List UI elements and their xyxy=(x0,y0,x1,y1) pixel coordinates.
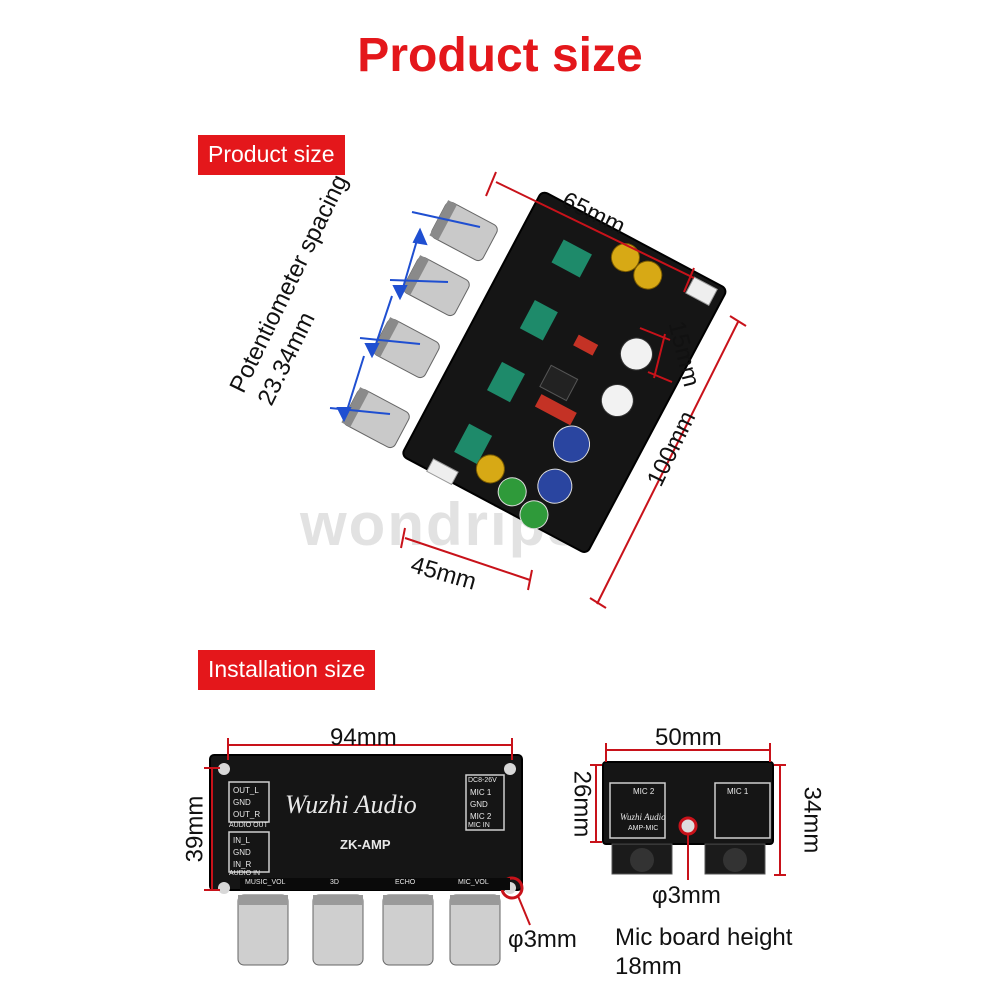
dim-94mm: 94mm xyxy=(330,724,397,751)
pin-gnd-3: GND xyxy=(470,800,488,809)
pin-out-r: OUT_R xyxy=(233,810,261,819)
pin-mic1: MIC 1 xyxy=(470,788,492,797)
mic-model-label: AMP-MIC xyxy=(628,825,659,832)
mic-brand-logo: Wuzhi Audio xyxy=(620,812,666,822)
knob-4 xyxy=(341,387,410,449)
knob-2 xyxy=(401,255,470,317)
mic-port-2: MIC 2 xyxy=(633,787,655,796)
pin-gnd-2: GND xyxy=(233,848,251,857)
knob-label-3d: 3D xyxy=(330,879,339,886)
knob-1 xyxy=(429,200,498,262)
page-title: Product size xyxy=(357,29,643,82)
pin-mic2: MIC 2 xyxy=(470,812,492,821)
audio-in-label: AUDIO IN xyxy=(229,870,261,877)
brand-logo: Wuzhi Audio xyxy=(285,790,417,819)
knob-label-echo: ECHO xyxy=(395,879,416,886)
dim-34mm: 34mm xyxy=(798,786,826,854)
mic-in-label: MIC IN xyxy=(468,822,490,829)
pin-in-r: IN_R xyxy=(233,860,252,869)
pin-gnd-1: GND xyxy=(233,798,251,807)
model-label: ZK-AMP xyxy=(340,837,391,852)
pin-out-l: OUT_L xyxy=(233,786,259,795)
dim-50mm: 50mm xyxy=(655,724,722,751)
installation-size-tag: Installation size xyxy=(198,650,376,690)
mic-board-height-value: 18mm xyxy=(615,953,682,980)
pin-in-l: IN_L xyxy=(233,836,250,845)
knob-label-mic-vol: MIC_VOL xyxy=(458,879,489,886)
mic-board-height-label: Mic board height xyxy=(615,924,793,951)
dim-39mm: 39mm xyxy=(181,795,209,863)
pin-dc: DC8-26V xyxy=(468,777,497,784)
rotated-board xyxy=(402,191,727,553)
dim-mic-hole: φ3mm xyxy=(652,882,721,909)
dim-main-hole: φ3mm xyxy=(508,926,577,953)
product-size-tag: Product size xyxy=(198,135,345,175)
audio-out-label: AUDIO OUT xyxy=(229,822,268,829)
mic-port-1: MIC 1 xyxy=(727,787,749,796)
dim-26mm: 26mm xyxy=(568,770,596,838)
knob-label-music-vol: MUSIC_VOL xyxy=(245,879,286,886)
knob-3 xyxy=(371,317,440,379)
